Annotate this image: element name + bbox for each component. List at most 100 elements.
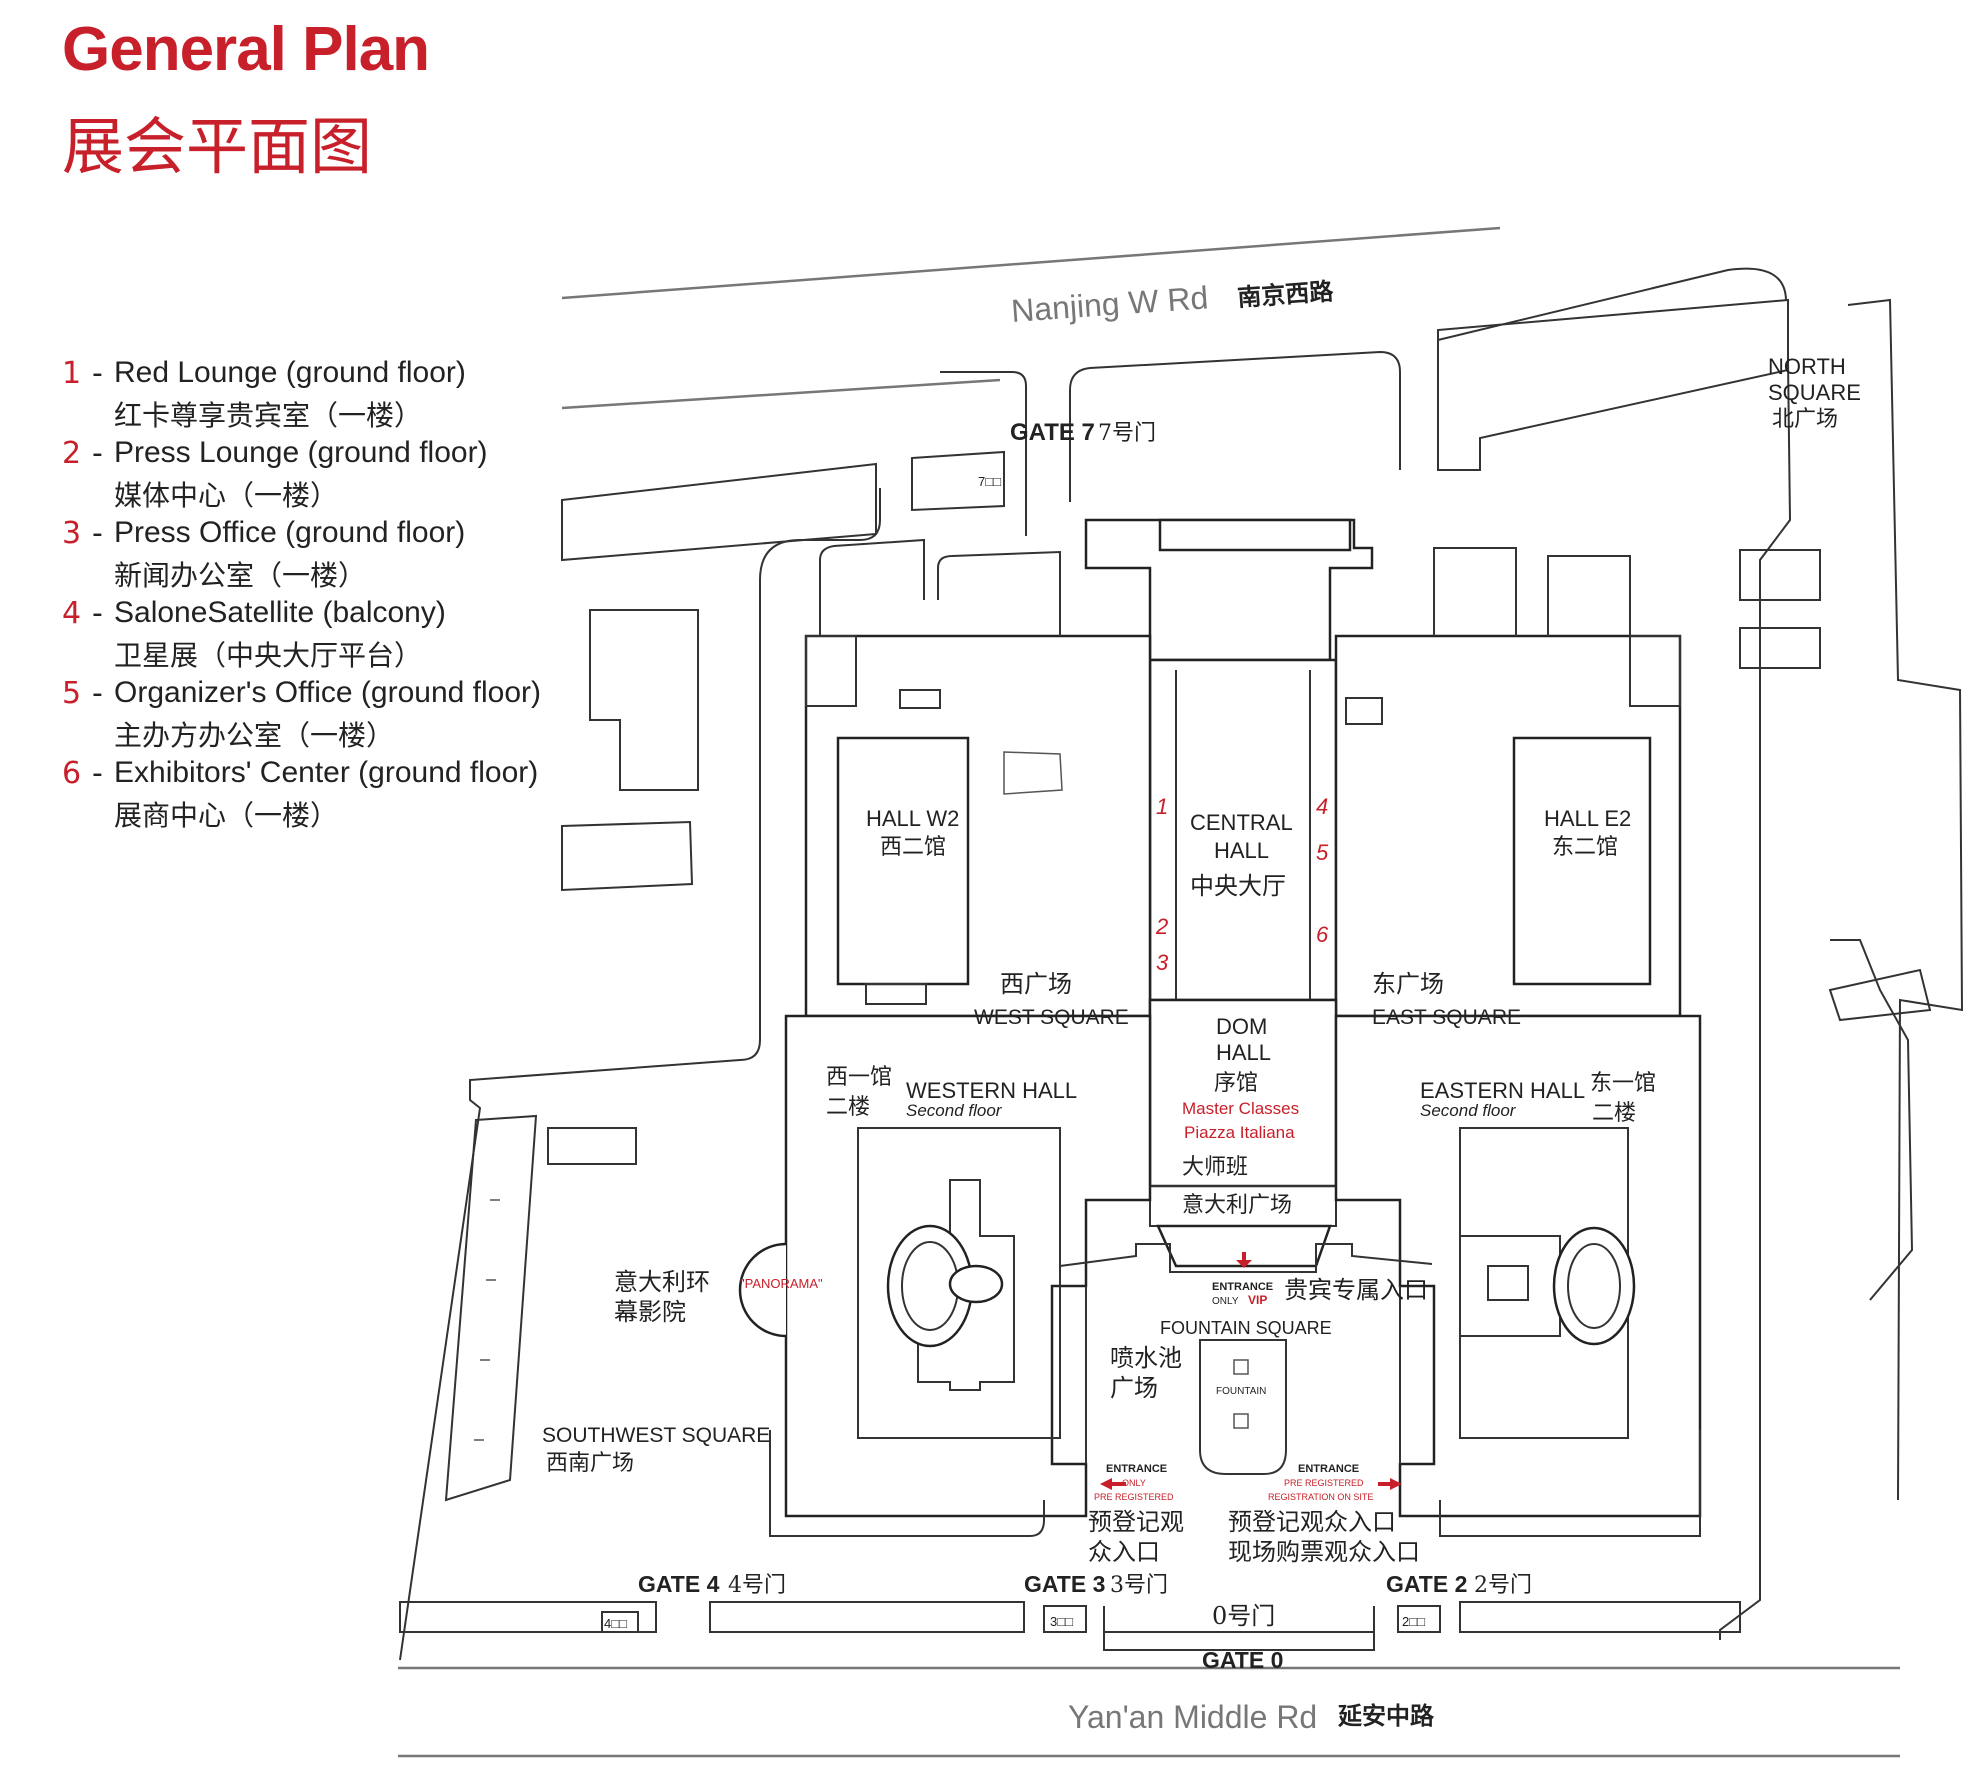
- gate3-block: [709, 1601, 1025, 1633]
- legend-number: 6: [62, 756, 82, 791]
- gate4-booth-label: 4□□: [604, 1616, 627, 1631]
- master-classes-label: Master Classes: [1182, 1099, 1299, 1118]
- map-labels: GATE 7 7号门 7□□ NORTH SQUARE 北广场 HALL W2 …: [542, 354, 1861, 1673]
- fountain-marker-top: [1233, 1359, 1249, 1375]
- vip-arrow-icon: [1236, 1252, 1252, 1268]
- legend-label: Organizer's Office (ground floor): [114, 676, 542, 709]
- gate4-block: [399, 1601, 657, 1633]
- legend-label-chinese: 红卡尊享贵宾室（一楼）: [114, 399, 423, 432]
- gate7-label-chinese: 7号门: [1098, 421, 1156, 446]
- legend-dash: -: [92, 436, 103, 471]
- western-hall-label-chinese: 西一馆: [826, 1065, 892, 1090]
- hall-marker-1: 1: [1156, 794, 1168, 819]
- fountain-square-label-chinese-line2: 广场: [1110, 1374, 1158, 1402]
- panorama-label-chinese-line1: 意大利环: [614, 1268, 710, 1296]
- nanjing-road-label-chinese: 南京西路: [1236, 276, 1335, 312]
- panorama-label: "PANORAMA": [740, 1276, 823, 1291]
- entrance-right-label-line2: PRE REGISTERED: [1284, 1478, 1364, 1488]
- central-hall-label-line2: HALL: [1214, 838, 1269, 863]
- page-title: General Plan: [62, 15, 430, 84]
- north-west-path: [940, 371, 1027, 536]
- legend-label-chinese: 新闻办公室（一楼）: [114, 559, 367, 592]
- fountain-square-border-top: [1059, 1243, 1433, 1273]
- legend-label: Red Lounge (ground floor): [114, 356, 466, 389]
- west-square-label-chinese: 西广场: [1000, 970, 1072, 998]
- gate2-booth: [1397, 1605, 1441, 1633]
- fountain-square-sides: [1085, 1286, 1401, 1464]
- hall-marker-3: 3: [1156, 950, 1169, 975]
- west-wing-notch: [899, 689, 941, 709]
- fountain-square-label: FOUNTAIN SQUARE: [1160, 1318, 1332, 1338]
- fountain-label: FOUNTAIN: [1216, 1386, 1266, 1397]
- yanan-road-label-chinese: 延安中路: [1337, 1701, 1435, 1730]
- nanjing-road-label: Nanjing W Rd: [1010, 279, 1209, 329]
- legend-dash: -: [92, 596, 103, 631]
- legend-dash: -: [92, 356, 103, 391]
- western-hall-floor-chinese: 二楼: [826, 1095, 870, 1120]
- vip-entrance-label-line1: ENTRANCE: [1212, 1281, 1273, 1293]
- yanan-road-label: Yan'an Middle Rd: [1068, 1699, 1317, 1735]
- southwest-long-building: [444, 1114, 538, 1502]
- west-block-1: [561, 462, 877, 562]
- southwest-building-marks: [474, 1199, 500, 1441]
- entrance-left-label-chinese-line2: 众入口: [1088, 1538, 1160, 1566]
- entrance-left-label-line2: ONLY: [1122, 1478, 1146, 1488]
- gate7-label: GATE 7: [1010, 419, 1095, 446]
- legend-label-chinese: 媒体中心（一楼）: [114, 479, 339, 512]
- fountain-marker-bottom: [1233, 1413, 1249, 1429]
- west-square-label: WEST SQUARE: [974, 1006, 1129, 1029]
- legend-number: 4: [62, 596, 82, 631]
- roads: [398, 226, 1900, 1758]
- exhibition-buildings: [738, 518, 1702, 1537]
- gate0-walkway: [1103, 1632, 1375, 1651]
- legend-label: Press Lounge (ground floor): [114, 436, 488, 469]
- legend-label-chinese: 主办方办公室（一楼）: [114, 719, 395, 752]
- hall-e2-label-chinese: 东二馆: [1552, 835, 1618, 860]
- east-wing-notch: [1345, 697, 1383, 725]
- eastern-ornate-core: [1487, 1265, 1529, 1301]
- legend-dash: -: [92, 756, 103, 791]
- western-fountain-ring: [948, 1264, 1004, 1304]
- west-block-3: [561, 820, 694, 892]
- east-wing-corner: [1629, 635, 1681, 707]
- central-top-roof: [1158, 518, 1352, 552]
- west-wing-structure: [1003, 751, 1063, 795]
- entrance-left-label-chinese-line1: 预登记观: [1088, 1508, 1184, 1536]
- north-building-top: [1437, 267, 1787, 341]
- north-building: [1437, 298, 1789, 471]
- south-west-edge: [769, 1430, 1045, 1537]
- legend-number: 2: [62, 436, 82, 471]
- gate4-label: GATE 4: [638, 1571, 720, 1597]
- western-hall-floor: Second floor: [906, 1101, 1003, 1120]
- east-bay-2: [1547, 555, 1631, 636]
- gate2-block: [1459, 1601, 1741, 1633]
- legend-label-chinese: 展商中心（一楼）: [114, 799, 339, 832]
- legend-number: 1: [62, 356, 82, 391]
- gate3-booth: [1043, 1605, 1087, 1633]
- central-top-wing: [1084, 518, 1374, 662]
- southwest-small-block: [547, 1127, 637, 1165]
- entrance-right-label-line1: ENTRANCE: [1298, 1463, 1359, 1475]
- west-block-2: [589, 609, 699, 791]
- gate2-label: GATE 2: [1386, 1571, 1467, 1597]
- hall-marker-2: 2: [1155, 914, 1168, 939]
- hall-w2-label: HALL W2: [866, 806, 959, 831]
- piazza-italiana-label-chinese: 意大利广场: [1182, 1193, 1292, 1218]
- fountain-square-label-chinese-line1: 喷水池: [1110, 1344, 1182, 1372]
- dom-hall-label-chinese: 序馆: [1214, 1071, 1258, 1096]
- entrance-right-label-chinese-line1: 预登记观众入口: [1228, 1508, 1396, 1536]
- north-path: [1069, 350, 1401, 502]
- north-square-label-line1: NORTH: [1768, 354, 1846, 379]
- southwest-path: [399, 1059, 741, 1661]
- entrance-right-label-chinese-line2: 现场购票观众入口: [1228, 1538, 1420, 1566]
- legend-number: 3: [62, 516, 82, 551]
- west-curve-path: [739, 488, 881, 1061]
- gate4-label-chinese: 4号门: [728, 1573, 786, 1598]
- eastern-pavilion-inner: [1567, 1243, 1621, 1329]
- gate7-booth-label: 7□□: [978, 474, 1001, 489]
- gate3-label: GATE 3: [1024, 1571, 1105, 1597]
- north-square-label-line2: SQUARE: [1768, 380, 1861, 405]
- east-bay-1: [1433, 547, 1517, 636]
- south-east-edge: [1439, 1430, 1701, 1537]
